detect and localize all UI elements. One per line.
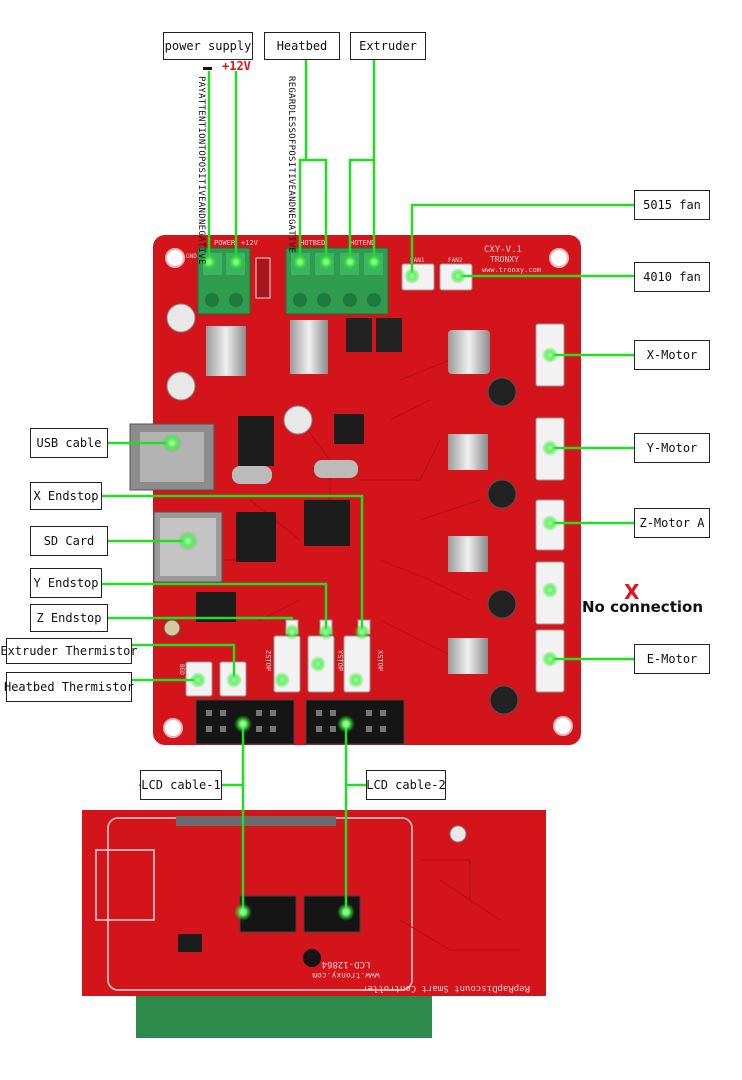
crystal xyxy=(314,460,358,478)
no-connection-x-mark: X xyxy=(624,580,640,604)
extruder-thermistor-label: Extruder Thermistor xyxy=(0,638,138,664)
lcd-cable-1-label: LCD cable-1 xyxy=(140,770,222,800)
minus-sign xyxy=(203,67,212,70)
silk-fan2: FAN2 xyxy=(448,257,463,264)
ic-chip xyxy=(238,416,274,466)
usb-cable-label: USB cable xyxy=(30,428,108,458)
lcd-button xyxy=(449,825,467,843)
heatbed-label: Heatbed xyxy=(264,32,340,60)
lcd-silk-line1: RepRapDiscount Smart Controller xyxy=(361,983,530,993)
silk-gnd: GND xyxy=(186,253,197,260)
lcd-pin-header xyxy=(176,816,336,826)
mount-hole xyxy=(165,248,185,268)
extruder-label: Extruder xyxy=(350,32,426,60)
main-board: CXY-V.1 TRONXY www.tronxy.com POWER +12V… xyxy=(129,235,581,745)
heatbed-thermistor-label: Heatbed Thermistor xyxy=(4,672,134,702)
sd-card-label: SD Card xyxy=(30,526,108,556)
silk-hotbed: HOTBED xyxy=(300,239,325,247)
driver-heatsink xyxy=(448,536,488,572)
plus12v-label: +12V xyxy=(222,59,251,73)
heatsink xyxy=(206,326,246,376)
glow-points xyxy=(162,254,558,921)
mount-hole xyxy=(553,716,573,736)
silk-bed: BED xyxy=(178,664,185,675)
fan-4010-label: 4010 fan xyxy=(634,262,710,292)
silk-plus12: +12V xyxy=(241,239,259,247)
buzzer xyxy=(303,949,321,967)
wire-x-endstop xyxy=(100,494,364,634)
fuse xyxy=(255,257,271,299)
mcu-chip xyxy=(304,500,350,546)
board-model: CXY-V.1 xyxy=(484,245,522,255)
crystal xyxy=(232,466,272,484)
driver-heatsink xyxy=(448,638,488,674)
silk-hotend: HOTEND xyxy=(350,239,375,247)
capacitors xyxy=(166,303,519,715)
silk-zstop: ZSTOP xyxy=(264,650,272,671)
silk-power: POWER xyxy=(214,239,236,247)
wire-y-endstop xyxy=(100,582,328,634)
y-endstop-label: Y Endstop xyxy=(30,568,102,598)
x-motor-label: X-Motor xyxy=(634,340,710,370)
silk-ystop: YSTOP xyxy=(336,650,344,671)
lcd-board: RepRapDiscount Smart Controller www.tron… xyxy=(82,810,546,1038)
power-supply-label: power supply xyxy=(163,32,253,60)
z-endstop-label: Z Endstop xyxy=(30,604,108,632)
lcd-header-2 xyxy=(305,699,405,745)
silk-fan1: FAN1 xyxy=(410,257,425,264)
wire-5015-fan xyxy=(410,203,636,278)
silk-xstop: XSTOP xyxy=(376,650,384,671)
heatsink xyxy=(290,320,328,374)
lcd-exp2-header xyxy=(303,895,361,933)
reset-button xyxy=(163,619,181,637)
lcd-panel xyxy=(136,990,432,1038)
wire-heatbed-a xyxy=(304,58,328,264)
lcd-cable-2-label: LCD cable-2 xyxy=(366,770,446,800)
mosfet xyxy=(376,318,402,352)
heatbed-polarity-note: REGARDLESSOFPOSITIVEANDNEGATIVE xyxy=(286,76,296,254)
heatsink xyxy=(448,330,490,374)
lcd-silk-line3: LCD-12864 xyxy=(322,959,371,969)
wire-heatbed-b xyxy=(298,158,308,264)
mount-hole xyxy=(549,248,569,268)
callout-wires xyxy=(100,58,636,914)
wire-extruder-thermistor xyxy=(130,643,236,682)
fan-5015-label: 5015 fan xyxy=(634,190,710,220)
board-brand: TRONXY xyxy=(490,255,519,264)
lcd-silk-line2: www.tronxy.com xyxy=(312,971,380,980)
mosfet xyxy=(346,318,372,352)
board-website: www.tronxy.com xyxy=(482,266,541,274)
driver-heatsink xyxy=(448,434,488,470)
lcd-chip xyxy=(178,934,202,952)
y-motor-label: Y-Motor xyxy=(634,433,710,463)
jumper-header xyxy=(334,414,364,444)
z-motor-a-label: Z-Motor A xyxy=(634,508,710,538)
power-polarity-note: PAYATTENTIONTOPOSITIVEANDNEGATIVE xyxy=(196,76,206,265)
ic-chip xyxy=(236,512,276,562)
no-connection-label: No connection xyxy=(582,598,703,616)
motor-connectors xyxy=(535,323,565,693)
wire-extruder-a xyxy=(348,58,376,264)
x-endstop-label: X Endstop xyxy=(30,482,102,510)
mount-hole xyxy=(163,718,183,738)
e-motor-label: E-Motor xyxy=(634,644,710,674)
